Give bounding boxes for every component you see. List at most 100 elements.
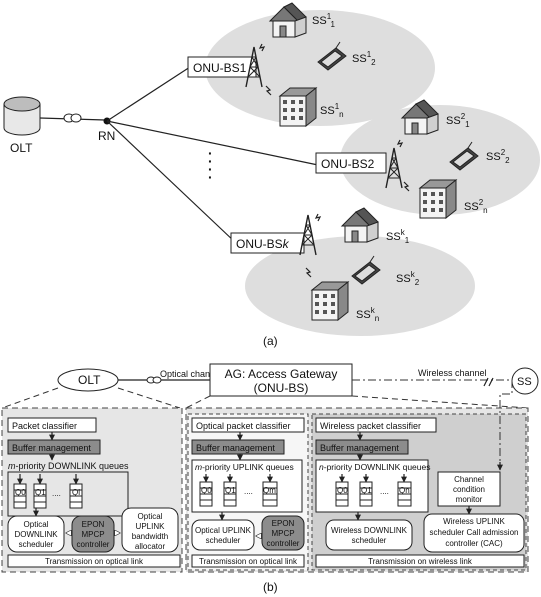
queue-label: Q0 <box>201 486 212 495</box>
fiber-branch-k <box>106 120 237 244</box>
ss-k-n-label: SSkn <box>356 306 379 323</box>
allocator-label: Optical <box>138 512 163 521</box>
olt-node-icon <box>3 96 41 136</box>
wireless-link-icon <box>396 139 404 148</box>
house-icon <box>341 207 379 243</box>
part-b: OLT Optical channel AG: Access Gateway (… <box>1 363 539 594</box>
scheduler-label: DOWNLINK <box>14 530 58 539</box>
optical-uplink-scheduler <box>191 519 255 551</box>
scheduler-label: scheduler <box>19 540 54 549</box>
part-a: OLT RN ···· ONU-BS1 SS11 SS12 SS1n ONU-B… <box>3 2 540 348</box>
queue-label: Q1 <box>225 486 236 495</box>
ag-wireless-classifier-label: Wireless packet classifier <box>320 421 421 431</box>
mpcp-label: MPCP <box>271 529 294 538</box>
optical-downlink-scheduler <box>7 515 65 553</box>
onu-bs2-box <box>315 152 387 174</box>
wl-queue-qn: Qn <box>397 474 412 507</box>
optical-channel-label: Optical channel <box>160 369 222 379</box>
olt-queues-label: m-priority DOWNLINK queues <box>8 461 129 471</box>
wireless-channel-label: Wireless channel <box>418 368 487 378</box>
ag-wireless-buffer-label: Buffer management <box>320 443 399 453</box>
wireless-break-icon <box>483 377 494 387</box>
fiber-coil-icon <box>63 113 82 123</box>
ag-wireless-queues-label: n-priority DOWNLINK queues <box>319 462 431 472</box>
epon-mpcp-controller <box>261 515 305 551</box>
monitor-feed-line <box>499 380 513 470</box>
olt-queues-frame <box>7 471 129 517</box>
wireless-uplink-cac-box <box>423 513 525 553</box>
mpcp-label: controller <box>267 539 300 548</box>
mpcp-label: controller <box>77 540 110 549</box>
ag-frame-line <box>351 395 529 409</box>
scheduler-label: scheduler <box>206 536 241 545</box>
wireless-downlink-scheduler <box>325 519 413 551</box>
monitor-label: monitor <box>456 495 483 504</box>
olt-queue-ql: Ql <box>69 474 83 509</box>
rn-label: RN <box>98 129 115 143</box>
access-gateway-box <box>209 363 353 397</box>
onu-bs1-label: ONU-BS1 <box>193 61 247 75</box>
ss-1-1-label: SS11 <box>312 12 336 29</box>
queue-label: Q0 <box>337 486 348 495</box>
ag-wireless-transmission-label: Transmission on wireless link <box>368 557 473 566</box>
olt-label: OLT <box>10 141 33 155</box>
cac-label: scheduler Call admission <box>430 528 519 537</box>
wireless-link-icon <box>314 213 322 222</box>
queue-ellipsis: .... <box>52 489 61 498</box>
ss-1-n-label: SS1n <box>320 102 344 119</box>
onu-bs2-label: ONU-BS2 <box>321 157 375 171</box>
fiber-branch-1 <box>106 66 191 122</box>
olt-transmission-box <box>7 554 181 568</box>
olt-b-label: OLT <box>78 373 101 387</box>
buffer-management-box <box>315 439 409 455</box>
scheduler-label: scheduler <box>352 536 387 545</box>
mpcp-label: MPCP <box>81 530 104 539</box>
scheduler-label: Wireless DOWNLINK <box>331 526 408 535</box>
ag-wireless-transmission-box <box>315 554 525 568</box>
cac-label: Wireless UPLINK <box>443 517 505 526</box>
monitor-label: Channel <box>454 475 484 484</box>
ag-optical-classifier-label: Optical packet classifier <box>196 421 291 431</box>
ss-2-2-label: SS22 <box>486 148 510 165</box>
coverage-area-2 <box>340 105 540 215</box>
ag-optical-transmission-box <box>191 554 305 568</box>
mpcp-label: EPON <box>82 520 105 529</box>
ss-k-1-label: SSk1 <box>386 228 410 245</box>
wireless-link-icon <box>258 43 266 52</box>
wl-queue-q0: Q0 <box>335 474 349 507</box>
epon-mpcp-controller <box>71 515 115 553</box>
ss-2-1-label: SS21 <box>446 112 470 129</box>
coverage-area-1 <box>205 10 435 126</box>
olt-frame-line <box>117 387 181 409</box>
ag-optical-queues-label: m-priority UPLINK queues <box>195 462 294 472</box>
buffer-management-box <box>7 439 101 455</box>
wireless-packet-classifier-box <box>315 417 437 433</box>
olt-queue-q1: Q1 <box>33 474 47 509</box>
ag-queue-q0: Q0 <box>199 474 213 507</box>
fiber-branch-2 <box>106 120 319 166</box>
ag-frame-line <box>185 395 211 409</box>
ss-node-label: SS <box>517 376 532 388</box>
onu-bsk-label: ONU-BSk <box>236 237 290 251</box>
wireless-link-icon <box>305 267 312 278</box>
olt-buffer-label: Buffer management <box>12 443 91 453</box>
allocator-label: bandwidth <box>132 532 168 541</box>
olt-frame-line <box>1 387 59 409</box>
ag-optical-transmission-label: Transmission on optical link <box>199 557 298 566</box>
olt-classifier-label: Packet classifier <box>12 421 77 431</box>
allocator-label: UPLINK <box>136 522 166 531</box>
buffer-management-box <box>191 439 285 455</box>
olt-queue-q0: Q0 <box>13 474 27 509</box>
house-icon <box>269 2 307 38</box>
queue-label: Q1 <box>35 488 46 497</box>
optical-uplink-bandwidth-allocator <box>121 507 179 553</box>
queue-ellipsis: .... <box>244 487 253 496</box>
ag-queue-qm: Qm <box>262 474 278 507</box>
ag-title: AG: Access Gateway <box>225 367 338 381</box>
queue-label: Qn <box>399 486 410 495</box>
ss-1-2-label: SS12 <box>352 50 376 67</box>
queue-label: Q1 <box>361 486 372 495</box>
olt-transmission-label: Transmission on optical link <box>45 557 144 566</box>
building-icon <box>279 87 317 127</box>
